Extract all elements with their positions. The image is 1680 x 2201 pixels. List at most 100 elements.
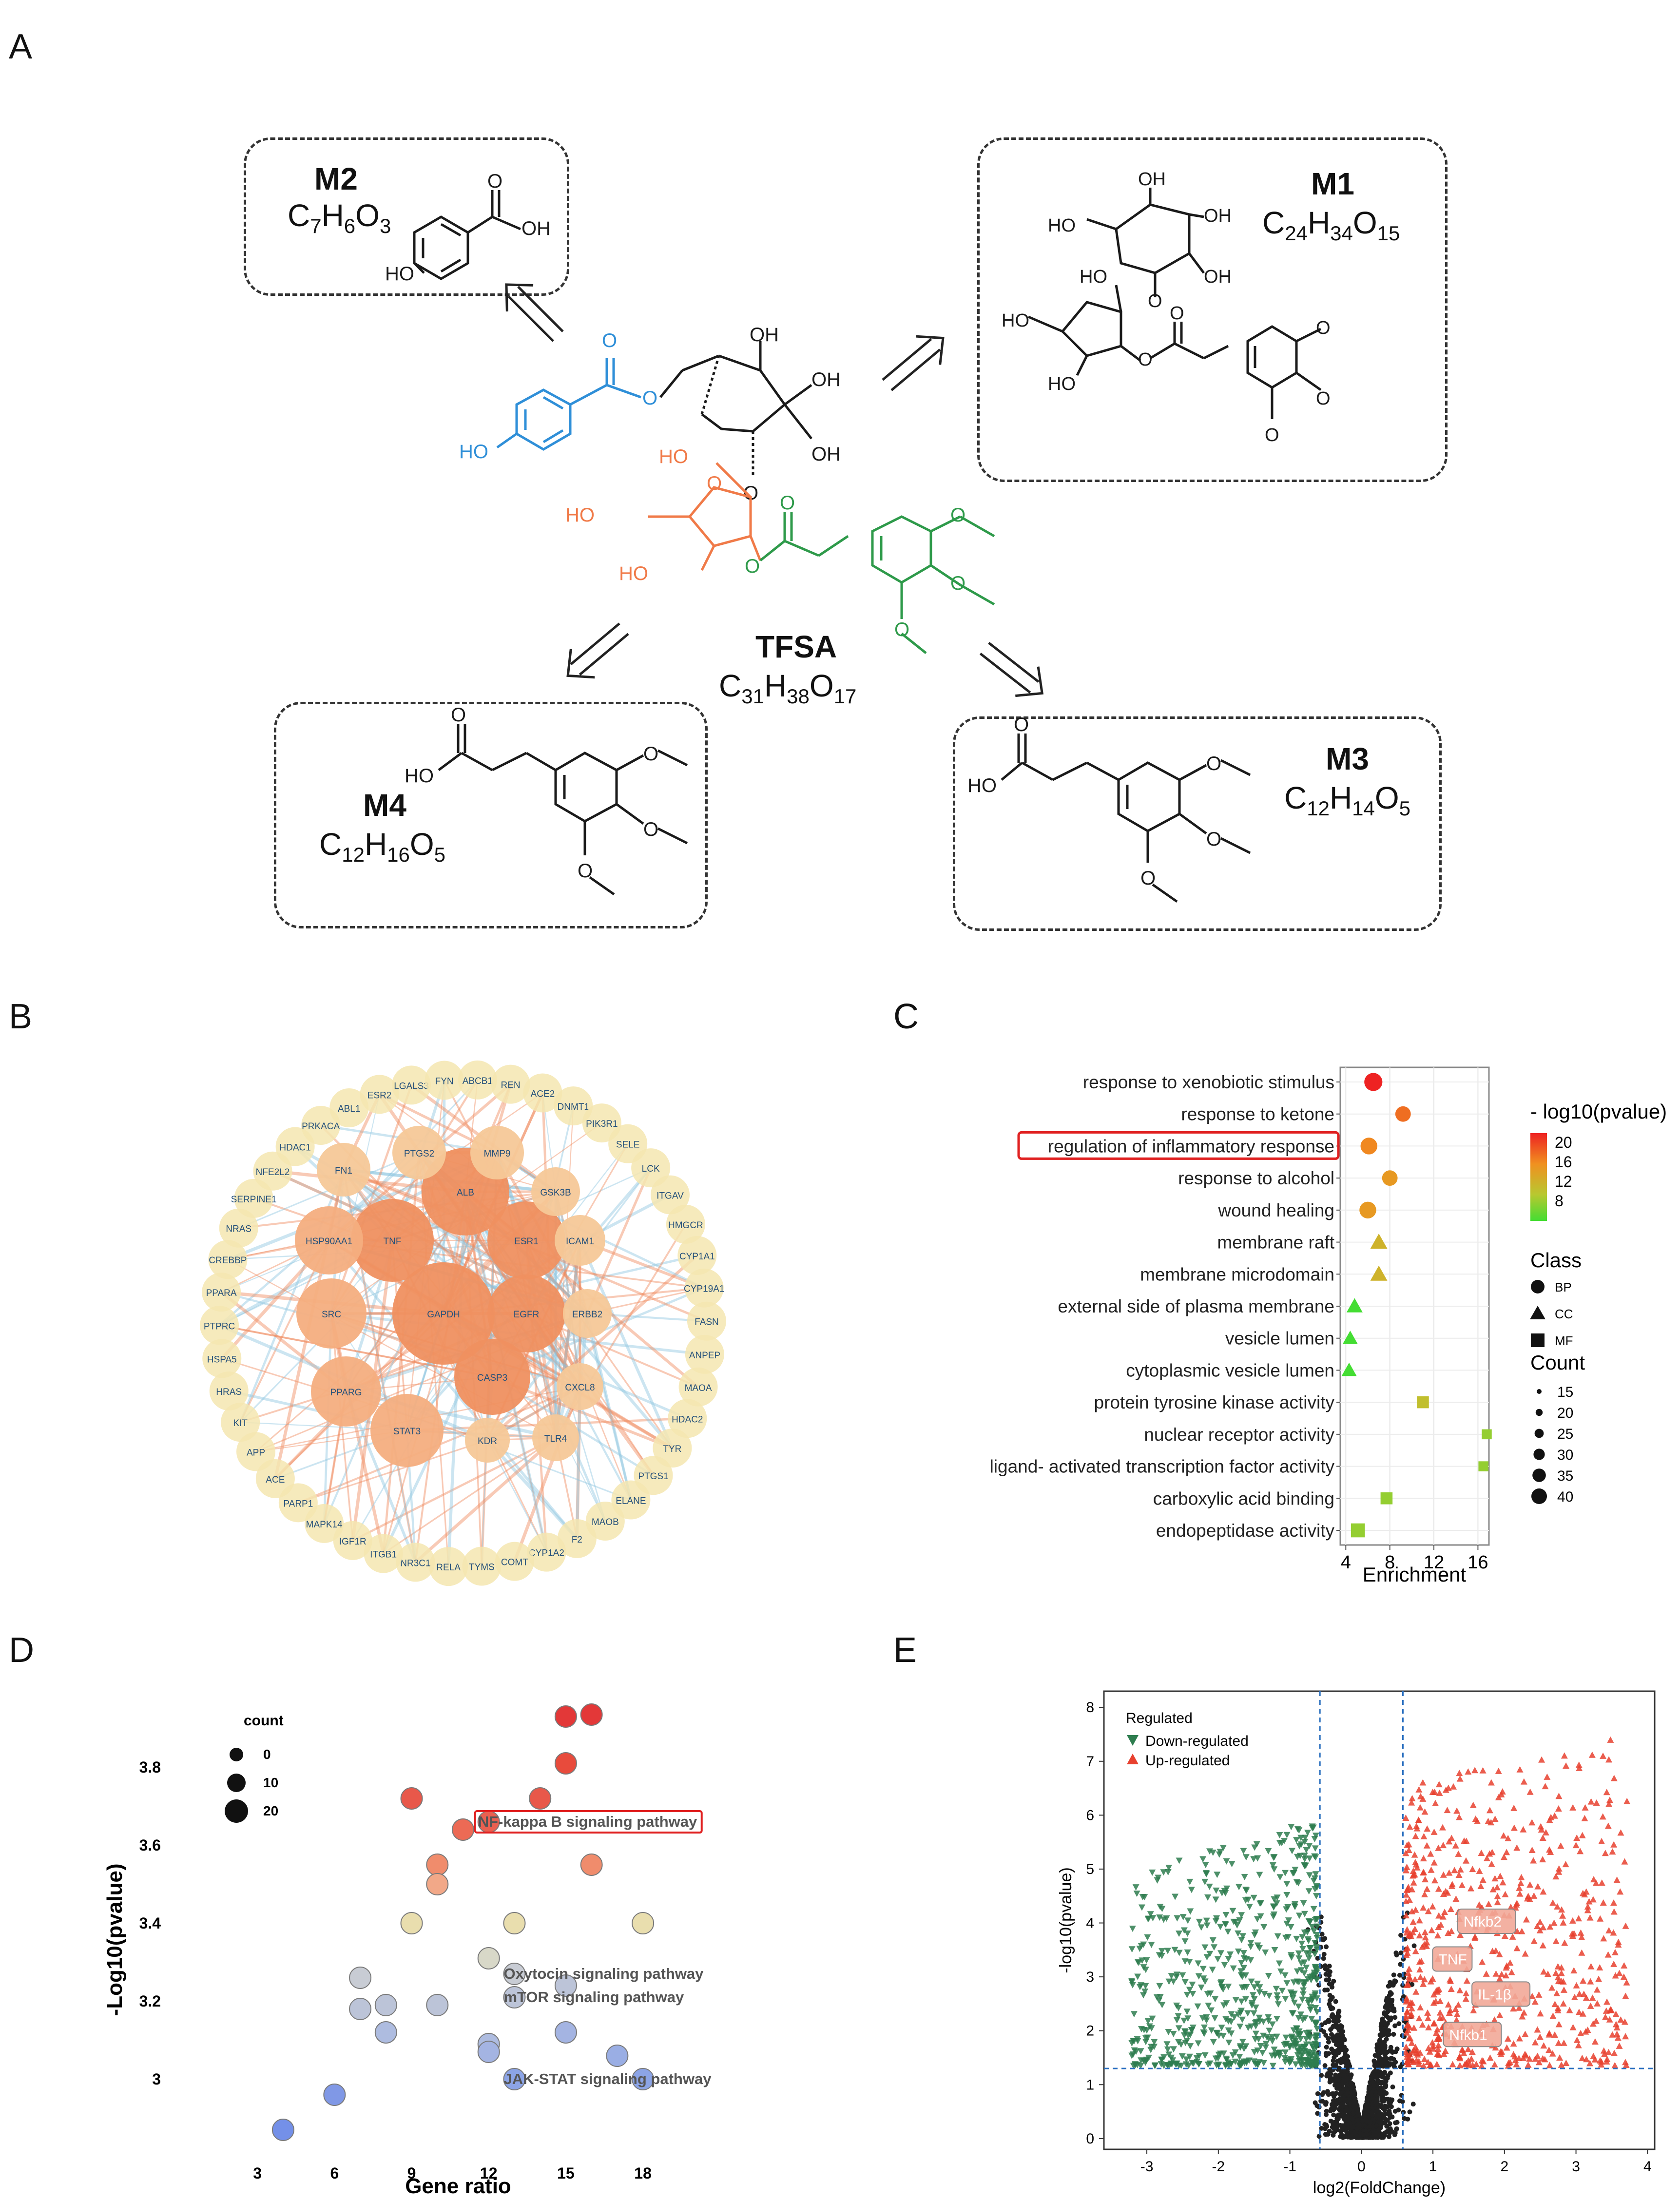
x-tick-label: 4: [1341, 1552, 1351, 1573]
down-point: [1312, 1964, 1319, 1971]
down-point: [1254, 1980, 1261, 1987]
ns-point: [1331, 2048, 1336, 2054]
up-point: [1456, 1775, 1464, 1782]
down-point: [1300, 1987, 1307, 1994]
down-point: [1180, 1927, 1188, 1934]
up-point: [1575, 2008, 1583, 2015]
up-point: [1506, 1959, 1514, 1966]
ns-point: [1411, 1943, 1417, 1949]
up-point: [1427, 2062, 1434, 2068]
down-point: [1313, 1976, 1320, 1983]
down-point: [1203, 2017, 1210, 2024]
up-point: [1446, 1869, 1453, 1876]
down-point: [1257, 2043, 1264, 2050]
core-node: [296, 1278, 367, 1349]
down-point: [1313, 1935, 1321, 1942]
up-point: [1556, 2054, 1564, 2061]
ns-point: [1369, 2134, 1374, 2140]
up-point: [1591, 2038, 1599, 2045]
panel-letter-a: A: [9, 27, 33, 66]
m1-formula: C24H34O15: [1262, 205, 1400, 245]
pathway-bubble: [374, 1994, 397, 2016]
up-point: [1563, 2059, 1570, 2066]
ring-node-label: ANPEP: [689, 1351, 720, 1361]
core-node-label: PTGS2: [404, 1149, 434, 1159]
down-point: [1312, 1871, 1319, 1878]
ns-point: [1378, 2111, 1384, 2117]
up-point: [1558, 1969, 1565, 1976]
up-point: [1453, 2016, 1460, 2023]
down-point: [1189, 1990, 1197, 1997]
up-point: [1410, 1879, 1417, 1886]
down-point: [1275, 2050, 1282, 2057]
down-point: [1293, 2026, 1300, 2032]
ns-point: [1388, 2126, 1393, 2131]
up-point: [1423, 1939, 1430, 1946]
down-point: [1131, 2047, 1138, 2054]
down-point: [1195, 2040, 1202, 2047]
ns-point: [1315, 2091, 1320, 2096]
down-point: [1294, 2047, 1301, 2054]
down-point: [1283, 1906, 1290, 1913]
up-point: [1403, 1886, 1410, 1893]
ns-point: [1390, 1983, 1396, 1988]
go-point-mf: [1478, 1461, 1488, 1471]
down-point: [1141, 1989, 1149, 1995]
down-point: [1289, 1848, 1296, 1854]
network-edge: [330, 1079, 479, 1314]
up-point: [1568, 1930, 1576, 1937]
up-point: [1503, 1849, 1510, 1855]
up-point: [1510, 1804, 1518, 1811]
core-node-label: EGFR: [514, 1310, 540, 1320]
up-point: [1403, 1863, 1410, 1870]
down-point: [1289, 2010, 1296, 2017]
down-point: [1248, 1978, 1255, 1985]
up-point: [1526, 1788, 1534, 1795]
ring-node-label: ESR2: [367, 1090, 392, 1100]
up-point: [1613, 1876, 1621, 1883]
ns-point: [1338, 2039, 1344, 2045]
down-point: [1283, 2041, 1290, 2047]
down-point: [1173, 2002, 1180, 2009]
panel-letter-c: C: [893, 997, 919, 1036]
up-point: [1579, 2054, 1586, 2061]
ring-node-label: CYP1A2: [529, 1548, 564, 1559]
ns-point: [1407, 2109, 1412, 2115]
up-point: [1554, 2007, 1562, 2013]
ns-point: [1378, 2024, 1384, 2029]
down-point: [1312, 2020, 1319, 2027]
down-point: [1249, 1992, 1256, 1999]
pathway-bubble: [374, 2021, 397, 2044]
y-tick-label: 2: [1086, 2023, 1094, 2039]
down-point: [1293, 1935, 1300, 1942]
ns-point: [1384, 1996, 1390, 2001]
up-point: [1432, 2029, 1440, 2036]
down-point: [1138, 1982, 1145, 1989]
up-point: [1435, 2052, 1443, 2059]
down-point: [1262, 2044, 1270, 2051]
down-point: [1190, 2060, 1197, 2067]
up-point: [1411, 1976, 1419, 1983]
up-point: [1420, 1855, 1427, 1862]
up-point: [1492, 2044, 1499, 2051]
up-point: [1415, 2015, 1423, 2022]
down-point: [1164, 2062, 1171, 2069]
up-point: [1538, 1826, 1545, 1833]
up-point: [1586, 1914, 1594, 1921]
ns-point: [1332, 2105, 1338, 2110]
ns-point: [1376, 2119, 1381, 2124]
go-point-cc: [1342, 1331, 1358, 1344]
network-edge: [554, 1240, 581, 1438]
up-point: [1577, 1929, 1584, 1936]
down-point: [1128, 1946, 1136, 1953]
up-point: [1428, 1866, 1435, 1873]
down-point: [1204, 1991, 1211, 1998]
down-point: [1228, 2019, 1235, 2026]
ring-node: [554, 1086, 593, 1126]
up-point: [1610, 1908, 1618, 1915]
up-point: [1494, 1899, 1501, 1906]
down-point: [1239, 1973, 1246, 1980]
network-edge: [486, 1254, 698, 1442]
